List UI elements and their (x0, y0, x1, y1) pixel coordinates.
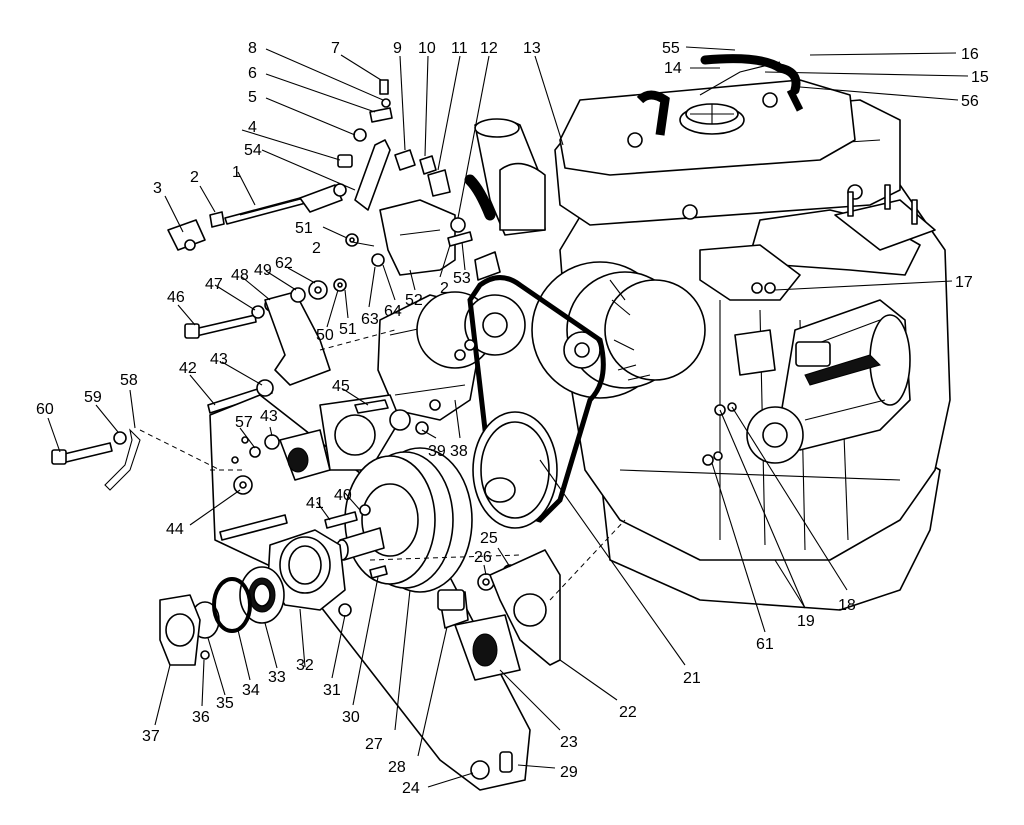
callout-63: 63 (361, 311, 379, 328)
callout-1: 1 (232, 164, 241, 181)
callout-42: 42 (179, 360, 197, 377)
callout-58: 58 (120, 372, 138, 389)
callout-37: 37 (142, 728, 160, 745)
callout-49: 49 (254, 262, 272, 279)
callout-57: 57 (235, 414, 253, 431)
callout-34: 34 (242, 682, 260, 699)
callout-29: 29 (560, 764, 578, 781)
callout-40: 40 (334, 487, 352, 504)
callout-26: 26 (474, 549, 492, 566)
callout-6: 6 (248, 65, 257, 82)
callout-48: 48 (231, 267, 249, 284)
callout-12: 12 (480, 40, 498, 57)
callout-21: 21 (683, 670, 701, 687)
callout-4: 4 (248, 119, 257, 136)
callout-35: 35 (216, 695, 234, 712)
jackshaft-pulley-assembly (159, 447, 561, 681)
callout-52: 52 (405, 292, 423, 309)
pulley-support-plate (51, 394, 531, 791)
callout-15: 15 (971, 69, 989, 86)
leader-lines (47, 46, 969, 788)
callout-59: 59 (84, 389, 102, 406)
callout-9: 9 (393, 40, 402, 57)
reference-lines (139, 329, 626, 601)
callout-62: 62 (275, 255, 293, 272)
callout-38: 38 (450, 443, 468, 460)
callout-44: 44 (166, 521, 184, 538)
callout-16: 16 (961, 46, 979, 63)
callout-13: 13 (523, 40, 541, 57)
callout-23: 23 (560, 734, 578, 751)
callout-24: 24 (402, 780, 420, 797)
callout-2: 2 (312, 240, 321, 257)
callout-3: 3 (153, 180, 162, 197)
callout-56: 56 (961, 93, 979, 110)
control-rod-assembly (167, 128, 367, 251)
callout-54: 54 (244, 142, 262, 159)
callout-53: 53 (453, 270, 471, 287)
callout-55: 55 (662, 40, 680, 57)
callout-19: 19 (797, 613, 815, 630)
callout-30: 30 (342, 709, 360, 726)
callout-46: 46 (167, 289, 185, 306)
callout-43: 43 (210, 351, 228, 368)
callout-64: 64 (384, 303, 402, 320)
callout-45: 45 (332, 378, 350, 395)
callout-27: 27 (365, 736, 383, 753)
callout-32: 32 (296, 657, 314, 674)
callout-39: 39 (428, 443, 446, 460)
callout-50: 50 (316, 327, 334, 344)
callout-61: 61 (756, 636, 774, 653)
callout-33: 33 (268, 669, 286, 686)
callout-2: 2 (190, 169, 199, 186)
callout-51: 51 (339, 321, 357, 338)
callout-41: 41 (306, 495, 324, 512)
engine-assembly (377, 54, 951, 611)
engine-mount-bracket (184, 280, 331, 414)
callout-14: 14 (664, 60, 682, 77)
callout-labels: 1 2 2 2 3 4 5 6 7 8 9 10 11 12 13 14 15 … (36, 40, 989, 797)
callout-2: 2 (440, 280, 449, 297)
callout-31: 31 (323, 682, 341, 699)
callout-22: 22 (619, 704, 637, 721)
callout-43: 43 (260, 408, 278, 425)
callout-25: 25 (480, 530, 498, 547)
callout-51: 51 (295, 220, 313, 237)
callout-18: 18 (838, 597, 856, 614)
callout-8: 8 (248, 40, 257, 57)
callout-47: 47 (205, 276, 223, 293)
throttle-bracket (333, 79, 473, 292)
callout-11: 11 (451, 40, 468, 57)
callout-5: 5 (248, 89, 257, 106)
callout-28: 28 (388, 759, 406, 776)
callout-17: 17 (955, 274, 973, 291)
callout-36: 36 (192, 709, 210, 726)
callout-10: 10 (418, 40, 436, 57)
callout-60: 60 (36, 401, 54, 418)
callout-7: 7 (331, 40, 340, 57)
